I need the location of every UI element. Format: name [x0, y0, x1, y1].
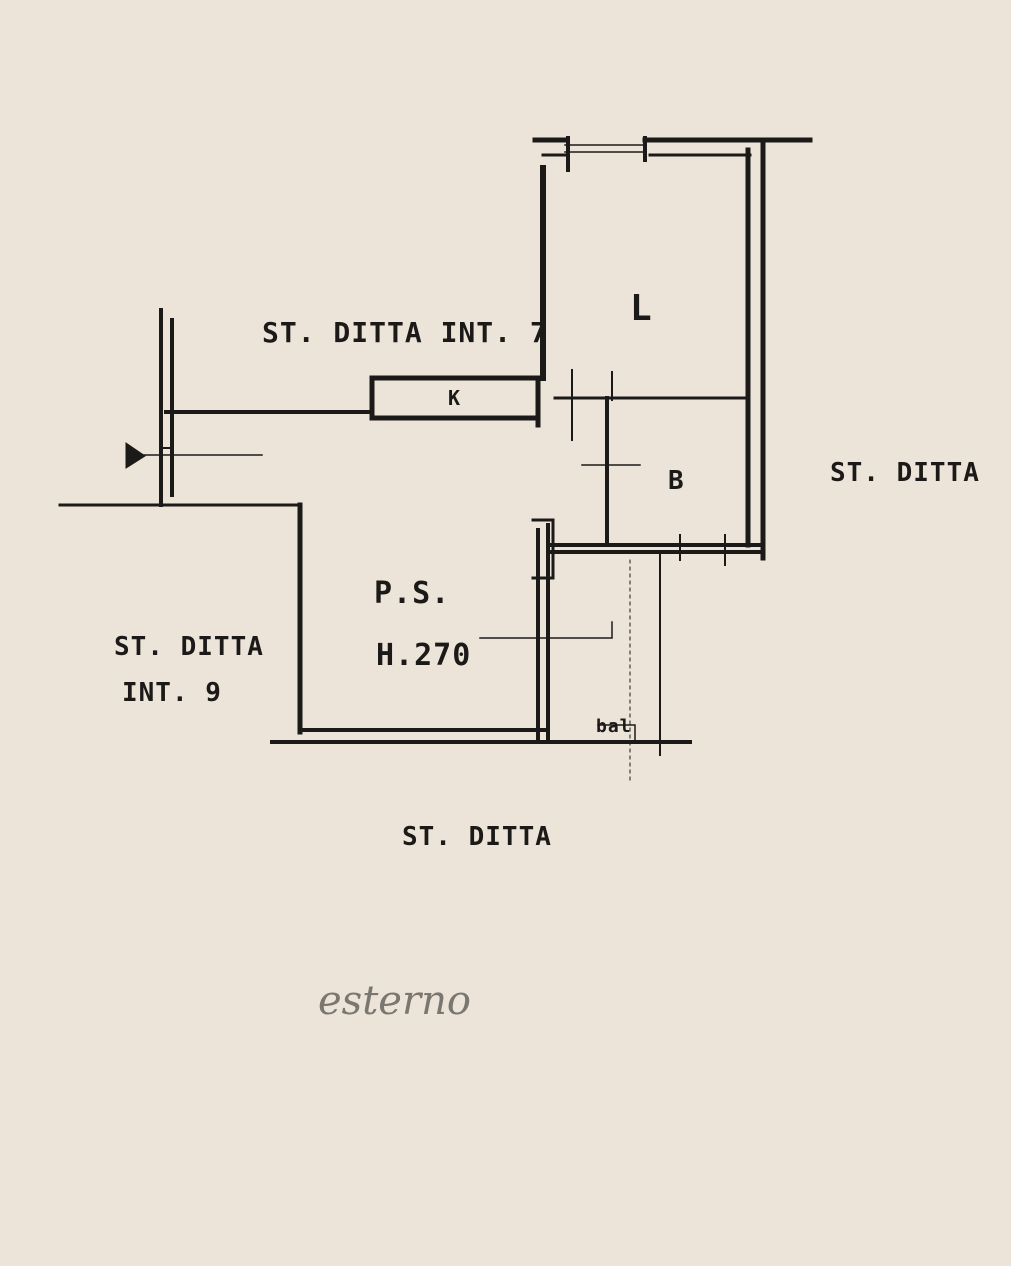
label-adjacent-west-line2: INT. 9 [122, 678, 222, 708]
label-adjacent-south: ST. DITTA [402, 822, 552, 852]
wall-main-east-cap [531, 518, 555, 580]
wall-corner-north-west [566, 136, 647, 172]
label-kitchen: K [448, 386, 462, 410]
label-adjacent-west-line1: ST. DITTA [114, 632, 264, 662]
door-mark [571, 369, 613, 441]
wall-bath-south [548, 543, 762, 554]
window-north [564, 144, 646, 153]
label-main-room: P.S. [374, 576, 451, 611]
label-bath: B [668, 466, 685, 496]
label-adjacent-east: ST. DITTA [830, 458, 980, 488]
label-balcony: bal [596, 716, 632, 737]
wall-entrance [159, 308, 174, 507]
label-outside-note: esterno [318, 978, 471, 1024]
label-ceiling-height: H.270 [376, 638, 472, 673]
label-living: L [630, 288, 653, 329]
label-adjacent-north: ST. DITTA INT. 7 [262, 316, 548, 349]
dimension-line [479, 621, 613, 639]
wall-main-east [536, 523, 550, 744]
entrance-arrow [125, 442, 146, 469]
door-jamb-bath [679, 534, 726, 566]
balcony-hatch [597, 724, 636, 743]
